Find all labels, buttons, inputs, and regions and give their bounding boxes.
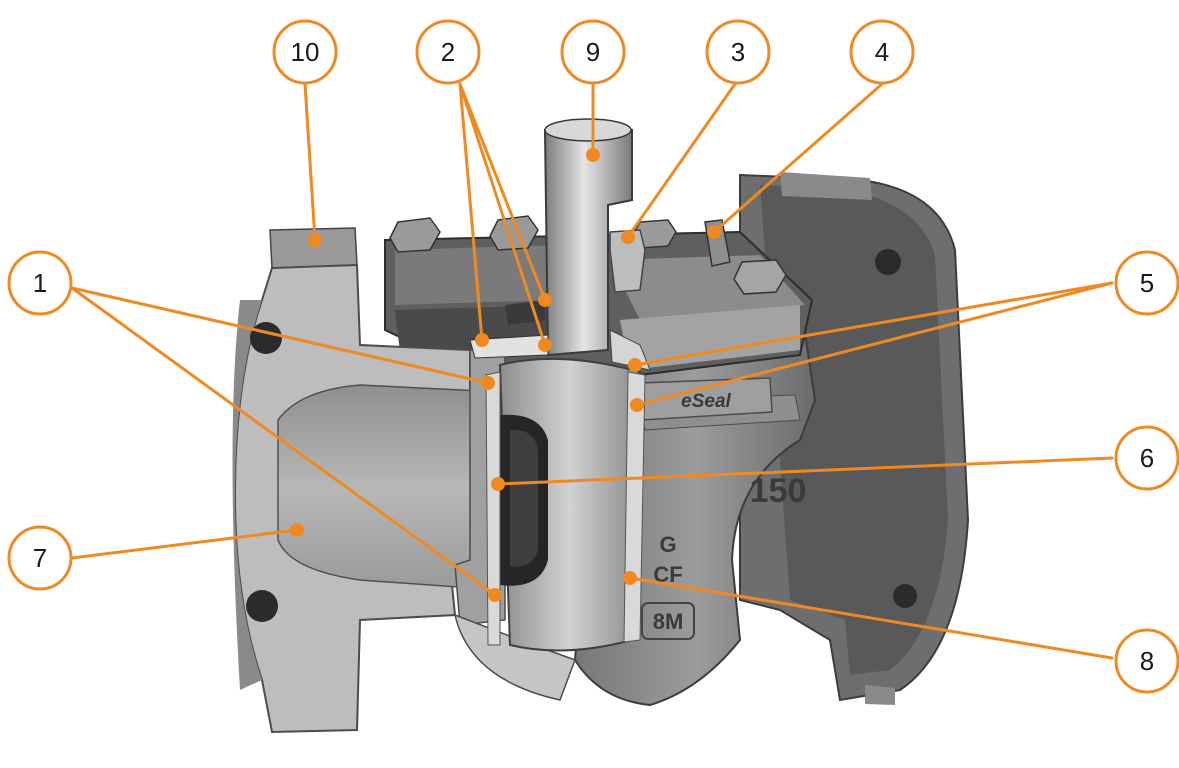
leader-line-3 xyxy=(626,82,737,239)
cover-bolt xyxy=(733,259,787,295)
leader-dot xyxy=(290,523,304,537)
brand-marking: eSeal xyxy=(681,391,731,412)
callout-10: 10 xyxy=(272,19,338,85)
flange-bolt-hole xyxy=(893,584,917,608)
callout-label: 4 xyxy=(875,37,889,67)
flow-bore xyxy=(277,384,501,591)
leader-dot xyxy=(707,225,721,239)
callout-2: 2 xyxy=(415,19,481,85)
leader-line-10 xyxy=(303,82,317,242)
leader-line-6 xyxy=(496,456,1114,486)
leader-line-4 xyxy=(712,82,884,234)
callouts: 1 2 3 4 5 6 7 8 xyxy=(7,19,1179,694)
callout-label: 8 xyxy=(1140,646,1154,676)
body-letter-marking: G xyxy=(659,532,676,557)
leader-dot xyxy=(628,358,642,372)
callout-1: 1 xyxy=(7,250,73,316)
leader-lines xyxy=(70,82,1114,660)
leader-dots xyxy=(290,148,721,602)
callout-8: 8 xyxy=(1114,628,1179,694)
leader-line-5a xyxy=(633,281,1114,367)
leader-dot xyxy=(491,477,505,491)
callout-3: 3 xyxy=(705,19,771,85)
flange-bolt-hole xyxy=(250,322,282,354)
cover-bolt xyxy=(489,215,539,251)
leader-dot xyxy=(475,333,489,347)
body-letter-marking: 8M xyxy=(653,609,684,634)
leader-line-2c xyxy=(458,82,547,347)
pressure-class-marking: 150 xyxy=(750,472,807,510)
callout-label: 9 xyxy=(586,37,600,67)
leader-dot xyxy=(308,233,322,247)
valve-illustration: eSeal 150 G CF 8M xyxy=(232,118,970,734)
leader-dot xyxy=(481,376,495,390)
leader-line-8 xyxy=(628,576,1114,660)
leader-dot xyxy=(488,588,502,602)
leader-dot xyxy=(586,148,600,162)
leader-line-7 xyxy=(70,528,299,560)
leader-dot xyxy=(621,230,635,244)
callout-label: 3 xyxy=(731,37,745,67)
callout-label: 2 xyxy=(441,37,455,67)
callout-label: 10 xyxy=(291,37,320,67)
callout-label: 1 xyxy=(33,268,47,298)
leader-line-1a xyxy=(70,286,490,385)
leader-dot xyxy=(538,338,552,352)
callout-9: 9 xyxy=(560,19,626,85)
callout-label: 5 xyxy=(1140,268,1154,298)
leader-dot xyxy=(623,571,637,585)
leader-line-2b xyxy=(458,82,547,302)
callout-6: 6 xyxy=(1114,425,1179,491)
leader-dot xyxy=(538,293,552,307)
callout-label: 6 xyxy=(1140,443,1154,473)
stem-seal xyxy=(469,334,549,359)
leader-line-2a xyxy=(458,82,484,342)
adjuster-screw xyxy=(609,229,646,293)
callout-5: 5 xyxy=(1114,250,1179,316)
leader-line-1b xyxy=(70,286,497,597)
callout-label: 7 xyxy=(33,543,47,573)
flange-bolt-hole xyxy=(875,249,901,275)
callout-7: 7 xyxy=(7,525,73,591)
callout-4: 4 xyxy=(849,19,915,85)
leader-dot xyxy=(630,398,644,412)
flange-bolt-hole xyxy=(246,590,278,622)
cover-bolt xyxy=(389,217,441,253)
leader-line-5b xyxy=(635,281,1114,407)
